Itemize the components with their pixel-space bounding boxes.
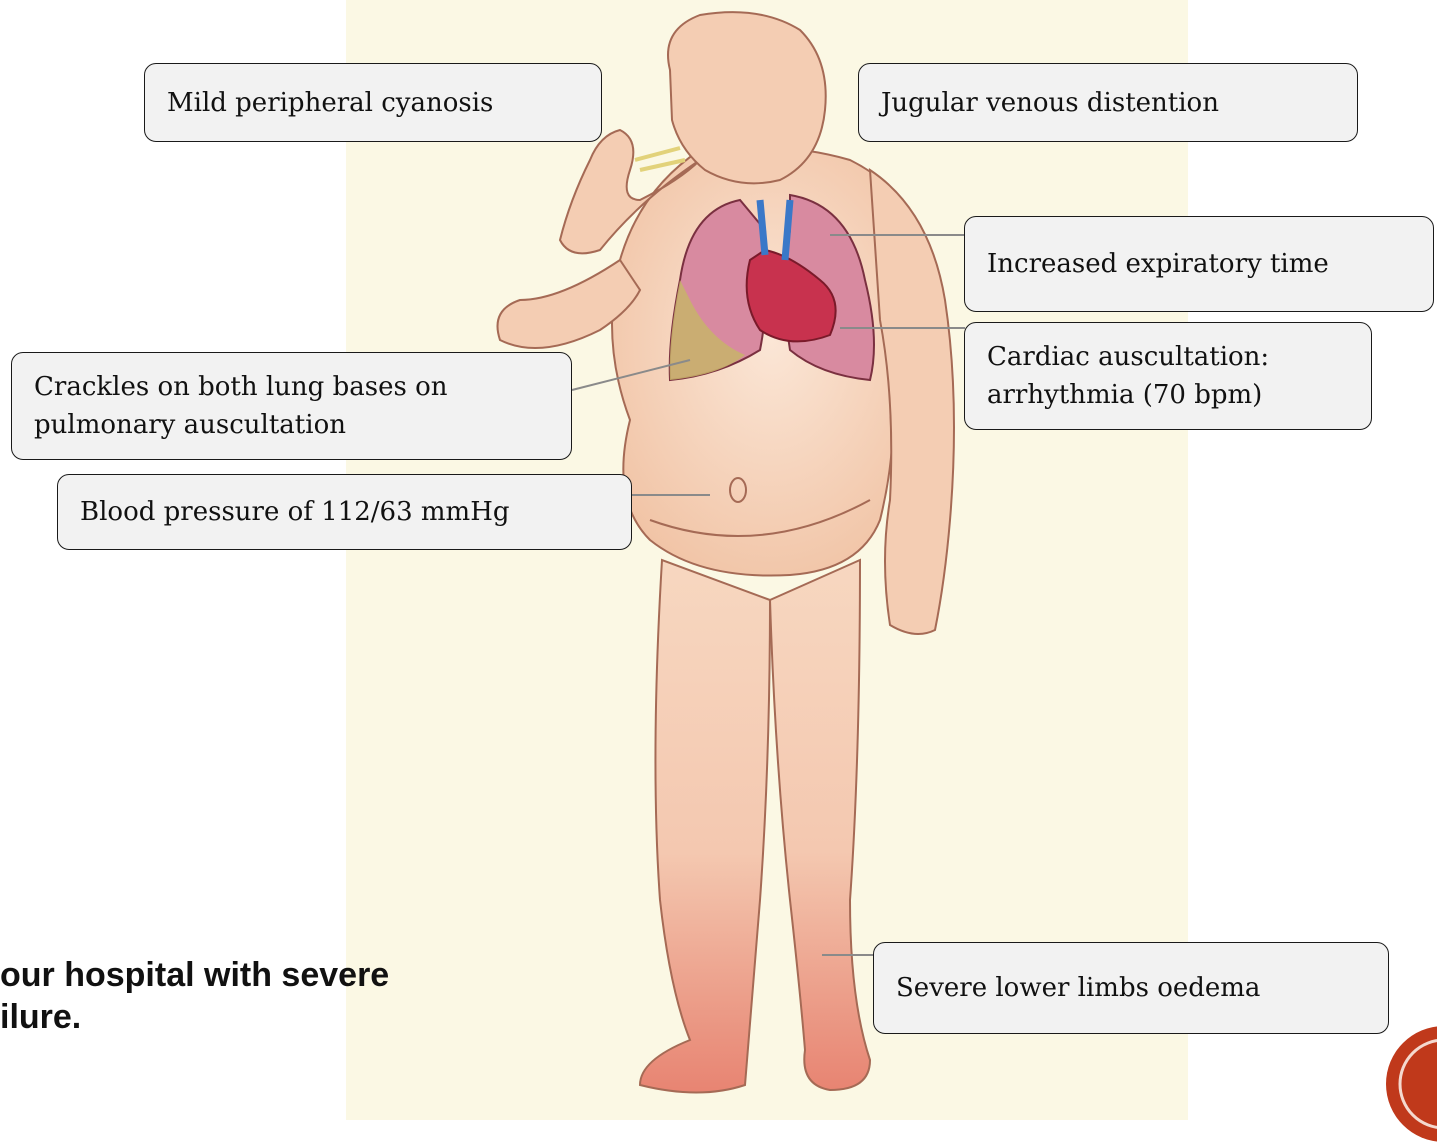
head xyxy=(668,12,826,183)
callout-crackles-lung-bases: Crackles on both lung bases on pulmonary… xyxy=(11,352,572,460)
callout-cardiac-auscultation: Cardiac auscultation: arrhythmia (70 bpm… xyxy=(964,322,1372,430)
caption-line-2: ilure. xyxy=(0,996,389,1038)
callout-text: Increased expiratory time xyxy=(987,245,1329,283)
callout-text: Cardiac auscultation: arrhythmia (70 bpm… xyxy=(987,338,1269,414)
caption-line-1: our hospital with severe xyxy=(0,954,389,996)
callout-mild-peripheral-cyanosis: Mild peripheral cyanosis xyxy=(144,63,602,142)
corner-badge-icon xyxy=(1384,1024,1437,1144)
callout-blood-pressure: Blood pressure of 112/63 mmHg xyxy=(57,474,632,550)
callout-text: Jugular venous distention xyxy=(881,84,1219,122)
callout-text: Blood pressure of 112/63 mmHg xyxy=(80,493,510,531)
callout-text: Mild peripheral cyanosis xyxy=(167,84,493,122)
callout-text: Crackles on both lung bases on pulmonary… xyxy=(34,368,447,444)
callout-lower-limbs-oedema: Severe lower limbs oedema xyxy=(873,942,1389,1034)
callout-text: Severe lower limbs oedema xyxy=(896,969,1260,1007)
callout-increased-expiratory-time: Increased expiratory time xyxy=(964,216,1434,312)
callout-jugular-venous-distention: Jugular venous distention xyxy=(858,63,1358,142)
slide-caption: our hospital with severe ilure. xyxy=(0,954,389,1038)
